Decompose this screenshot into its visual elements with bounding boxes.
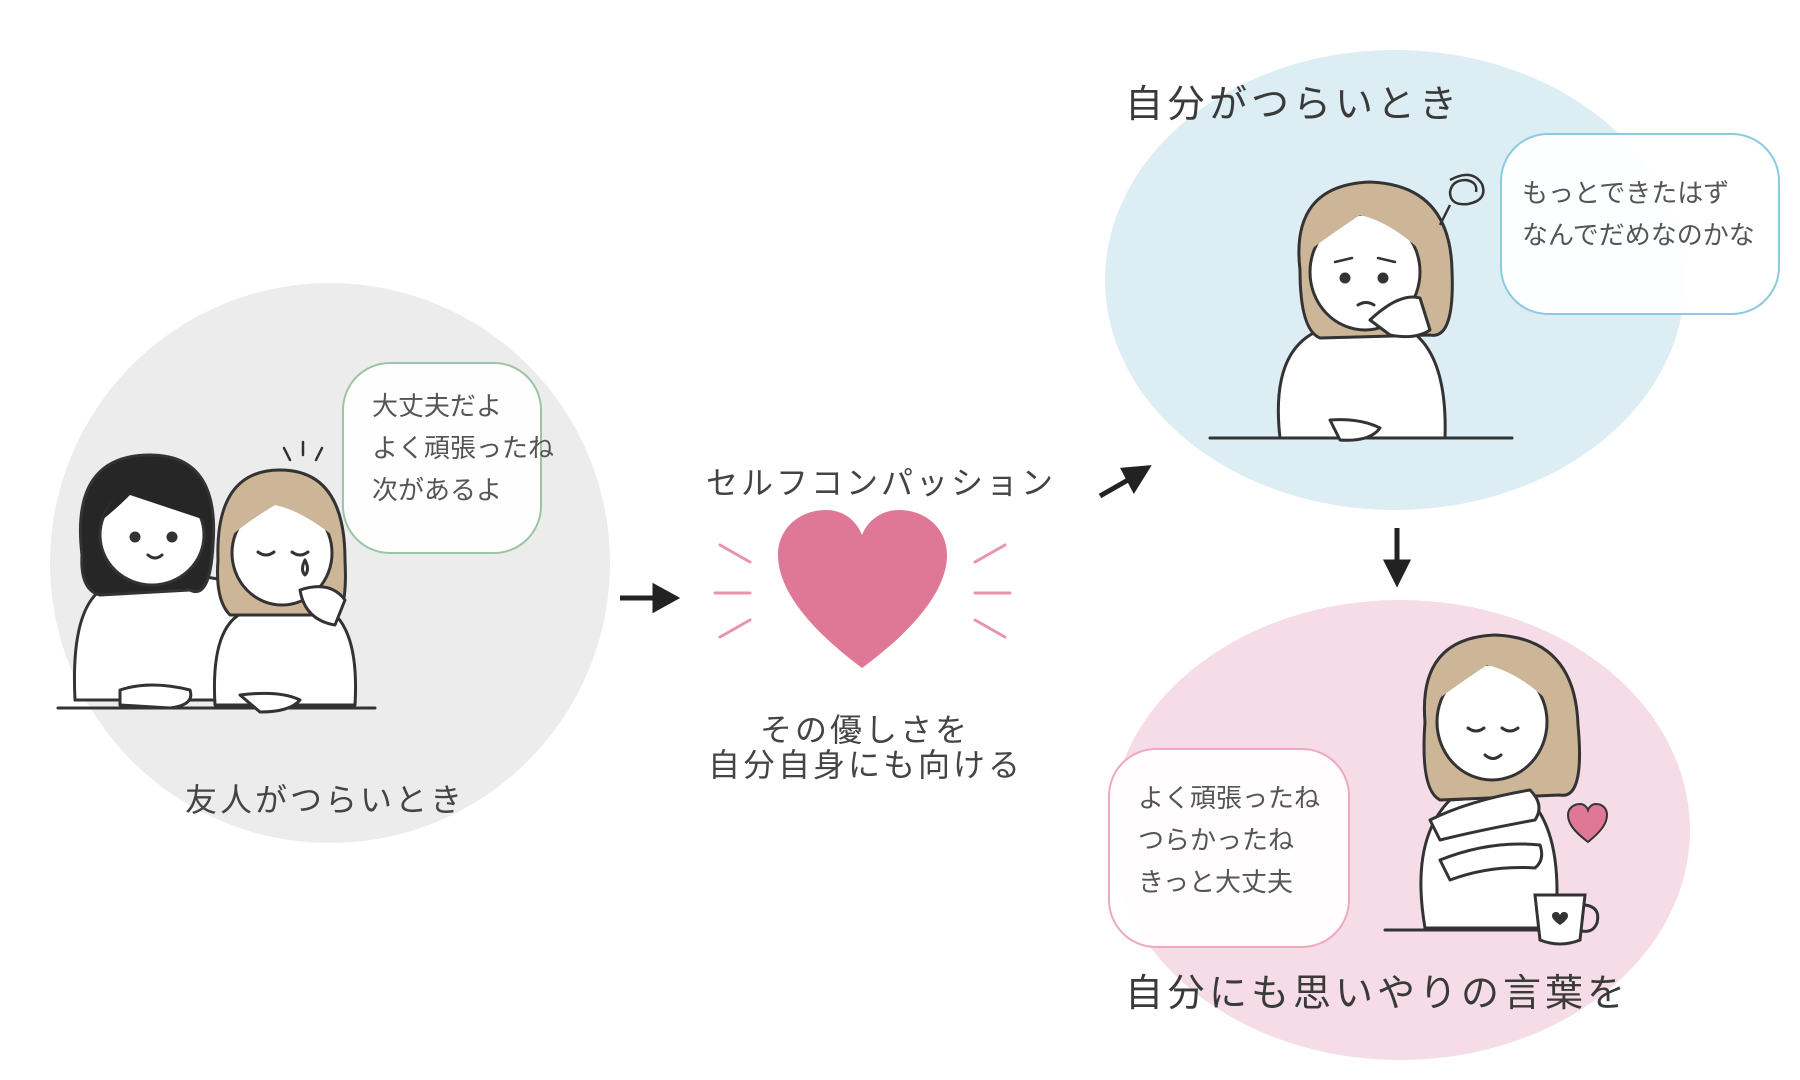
- self-compassion-title: セルフコンパッション: [706, 464, 1057, 502]
- bubble-line: きっと大丈夫: [1138, 868, 1293, 898]
- bubble-line: よく頑張ったね: [1138, 784, 1321, 814]
- mug-icon: [1533, 893, 1600, 946]
- bubble-line: 大丈夫だよ: [372, 392, 503, 422]
- self-kind-scene-label: 自分にも思いやりの言葉を: [1125, 971, 1630, 1015]
- small-heart-icon: [1566, 802, 1609, 844]
- self-hugging-woman-illustration: [1383, 633, 1582, 932]
- heart-rays: [713, 543, 1012, 639]
- friend-speech-bubble: 大丈夫だよ よく頑張ったね 次があるよ: [342, 362, 555, 554]
- caption-line-2: 自分自身にも向ける: [708, 746, 1024, 784]
- arrow-right-icon: [620, 582, 681, 614]
- bubble-line: 次があるよ: [372, 476, 503, 506]
- friend-comforting-illustration: [56, 440, 377, 714]
- bubble-line: つらかったね: [1138, 826, 1295, 856]
- scribble-icon: [1438, 173, 1485, 226]
- troubled-woman-illustration: [1208, 180, 1514, 442]
- caption-line-1: その優しさを: [760, 711, 971, 749]
- arrow-down-icon: [1382, 528, 1412, 588]
- bubble-line: なんでだめなのかな: [1522, 221, 1755, 251]
- friend-scene-label: 友人がつらいとき: [185, 781, 466, 819]
- self-kind-speech-bubble: よく頑張ったね つらかったね きっと大丈夫: [1108, 748, 1350, 948]
- arrow-up-right-icon: [1098, 465, 1152, 499]
- bubble-line: もっとできたはず: [1522, 179, 1730, 209]
- self-hard-scene-label: 自分がつらいとき: [1125, 82, 1462, 126]
- bubble-line: よく頑張ったね: [372, 434, 555, 464]
- self-critical-speech-bubble: もっとできたはず なんでだめなのかな: [1500, 133, 1780, 315]
- heart-icon: [778, 510, 947, 668]
